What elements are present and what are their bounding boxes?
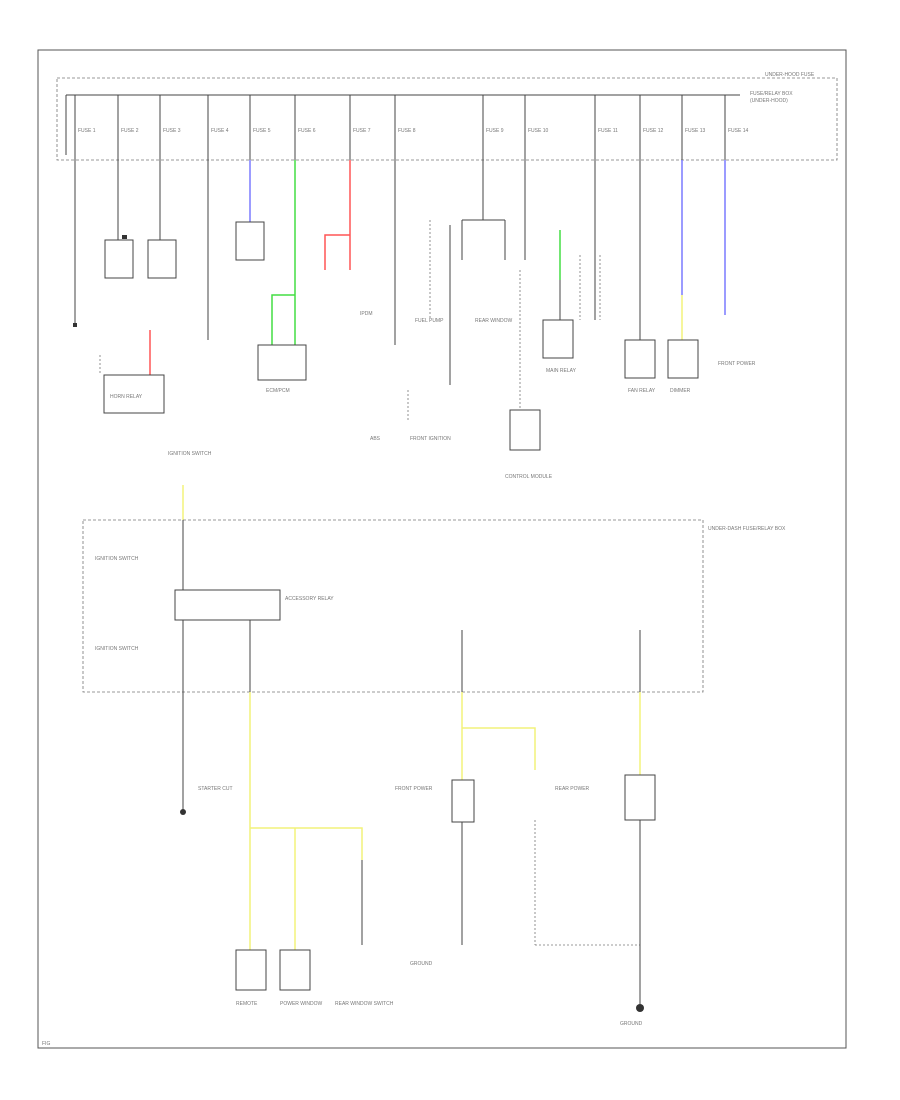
upper-wires [74, 160, 641, 420]
rear-window-label: REAR WINDOW [475, 318, 513, 324]
relay-box-2 [147, 239, 177, 279]
fuse-box-title: UNDER-HOOD FUSE [765, 72, 815, 78]
under-dash-box [82, 519, 704, 693]
fuse-label: FUSE 4 [211, 128, 229, 134]
diagram-frame [37, 49, 847, 1049]
horn-relay-label: HORN RELAY [110, 394, 143, 400]
fuse-label: FUSE 6 [298, 128, 316, 134]
main-relay-box [542, 319, 574, 359]
rear-power-label: REAR POWER [555, 786, 590, 792]
front-ignition-label: FRONT IGNITION [410, 436, 451, 442]
fuse-box-note: FUSE/RELAY BOX [750, 91, 793, 97]
fuse-label: FUSE 3 [163, 128, 181, 134]
ground-icon [636, 1004, 644, 1012]
ud-text-2: IGNITION SWITCH [95, 646, 139, 652]
fuse-label: FUSE 9 [486, 128, 504, 134]
starter-cut-label: STARTER CUT [198, 786, 233, 792]
control-module-label: CONTROL MODULE [505, 474, 553, 480]
power-window-label: POWER WINDOW [280, 1001, 322, 1007]
main-relay-label: MAIN RELAY [546, 368, 577, 374]
horn-relay-box [103, 374, 165, 414]
rear-power-box [624, 774, 656, 821]
page-mark: FIG [42, 1041, 50, 1047]
dimmer-label: DIMMER [670, 388, 691, 394]
wire-yellow-5 [462, 727, 536, 770]
ipdm-label: IPDM [360, 311, 373, 317]
fan-relay-label: FAN RELAY [628, 388, 656, 394]
fuse-label: FUSE 2 [121, 128, 139, 134]
relay-box-3 [235, 221, 265, 261]
fuse-label: FUSE 7 [353, 128, 371, 134]
wire-red-branch [324, 234, 350, 270]
ignition-switch-label: IGNITION SWITCH [168, 451, 212, 457]
fuse-label: FUSE 14 [728, 128, 749, 134]
fuse-label: FUSE 10 [528, 128, 549, 134]
abs-label: ABS [370, 436, 381, 442]
remote-label: REMOTE [236, 1001, 258, 1007]
ground-note-label: GROUND [410, 961, 433, 967]
accessory-relay-box [174, 589, 281, 621]
fuse-label: FUSE 13 [685, 128, 706, 134]
dimmer-box [667, 339, 699, 379]
fuse-label: FUSE 11 [598, 128, 618, 134]
fuse-box [56, 77, 838, 161]
control-module-box [509, 409, 541, 451]
wire-green-branch [271, 294, 295, 345]
fuse-label: FUSE 1 [78, 128, 96, 134]
ground-icon [180, 809, 186, 815]
fuse-drops [74, 95, 726, 160]
fuel-pump-label: FUEL PUMP [415, 318, 444, 324]
wire-yellow-2 [250, 827, 363, 860]
fuse-label: FUSE 12 [643, 128, 664, 134]
ground-label: GROUND [620, 1021, 643, 1027]
ecm-box [257, 344, 307, 381]
connector [122, 235, 127, 239]
accessory-relay-label: ACCESSORY RELAY [285, 596, 334, 602]
fuse-label: FUSE 5 [253, 128, 271, 134]
fan-relay-box [624, 339, 656, 379]
under-dash-label: UNDER-DASH FUSE/RELAY BOX [708, 526, 786, 532]
front-power-box [451, 779, 475, 823]
front-power-top-label: FRONT POWER [718, 361, 756, 367]
connector [73, 323, 77, 327]
front-power-label: FRONT POWER [395, 786, 433, 792]
ud-text-1: IGNITION SWITCH [95, 556, 139, 562]
remote-box [235, 949, 267, 991]
fuse-box-note-2: (UNDER-HOOD) [750, 98, 788, 104]
relay-box-1 [104, 239, 134, 279]
ecm-label: ECM/PCM [266, 388, 290, 394]
power-window-box [279, 949, 311, 991]
fuse-label: FUSE 8 [398, 128, 416, 134]
rear-window-switch-label: REAR WINDOW SWITCH [335, 1001, 394, 1007]
